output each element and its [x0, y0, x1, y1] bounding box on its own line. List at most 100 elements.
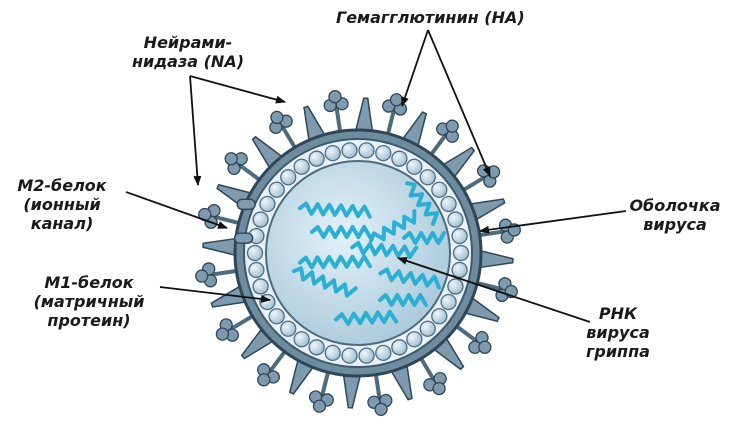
label-m1-protein: M1-белок (матричный протеин): [18, 273, 160, 330]
neuraminidase-head: [269, 110, 293, 135]
m1-matrix-bead: [431, 308, 448, 325]
label-rna-line3: гриппа: [586, 342, 650, 361]
viral-rna-segments: [291, 181, 446, 326]
neuraminidase-head: [468, 330, 492, 354]
m1-matrix-bead: [324, 145, 341, 162]
neuraminidase-head: [498, 218, 521, 244]
arrow-rna: [397, 257, 591, 323]
m1-matrix-bead: [259, 293, 276, 311]
m1-matrix-bead: [252, 278, 269, 295]
label-m2-line3: канал): [30, 214, 94, 233]
m1-matrix-bead: [406, 331, 423, 348]
m1-matrix-bead: [452, 244, 470, 262]
label-m2-line1: M2-белок: [17, 176, 107, 195]
m1-matrix-bead: [447, 211, 464, 228]
m1-matrix-bead: [293, 331, 310, 348]
rna-segment: [298, 201, 372, 219]
m1-matrix-bead: [440, 293, 457, 311]
neuraminidase-head: [382, 93, 408, 116]
m1-matrix-bead: [308, 339, 325, 356]
neuraminidase-head: [367, 393, 393, 416]
m2-channel: [233, 232, 254, 244]
arrow-ha-left: [401, 29, 429, 107]
label-hemagglutinin: Гемагглютинин (HA): [336, 8, 525, 27]
m1-matrix-bead: [358, 142, 375, 159]
rna-segment: [310, 225, 372, 239]
label-m1-line1: M1-белок: [44, 273, 134, 292]
rna-segment: [405, 181, 440, 226]
m1-matrix-bead: [447, 278, 464, 295]
label-m1-line2: (матричный: [33, 292, 145, 311]
m1-matrix-bead: [431, 181, 448, 198]
rna-segment: [350, 240, 419, 260]
m1-matrix-bead: [406, 158, 423, 175]
arrow-m2: [125, 191, 228, 229]
virus-core: [265, 160, 451, 346]
neuraminidase-head: [495, 277, 518, 303]
neuraminidase-head: [435, 119, 459, 143]
m1-matrix-bead: [341, 142, 358, 159]
m1-matrix-bead: [451, 227, 468, 245]
label-arrows: [125, 29, 627, 323]
arrow-ha-right: [427, 29, 491, 177]
label-envelope-line2: вируса: [643, 215, 707, 234]
m1-matrix-bead: [259, 195, 276, 213]
label-m1-line3: протеин): [47, 311, 131, 330]
arrow-na-lower: [189, 75, 202, 186]
m1-matrix-bead: [419, 320, 436, 337]
m1-matrix-bead: [341, 347, 358, 364]
m1-matrix-bead: [293, 158, 310, 175]
arrow-m1: [159, 286, 271, 303]
neuraminidase-head: [323, 90, 349, 113]
label-envelope-line1: Оболочка: [629, 196, 721, 215]
arrow-envelope: [479, 210, 627, 234]
m1-matrix-bead: [391, 339, 408, 356]
m1-matrix-bead: [324, 344, 341, 361]
label-m2-line2: (ионный: [23, 195, 101, 214]
m1-matrix-bead: [268, 308, 285, 325]
m1-matrix-bead: [419, 169, 436, 186]
rna-segment: [402, 231, 446, 245]
arrow-na-upper: [189, 75, 286, 104]
label-neuraminidase: Нейрами- нидаза (NA): [126, 33, 250, 71]
m1-matrix-bead: [252, 211, 269, 228]
m1-matrix-bead: [375, 145, 392, 162]
label-neuraminidase-line2: нидаза (NA): [131, 52, 245, 71]
rna-segment: [298, 254, 373, 270]
rna-segment: [378, 293, 428, 307]
m1-matrix-bead: [268, 181, 285, 198]
rna-segment: [369, 209, 417, 243]
label-rna-line1: РНК: [598, 304, 638, 323]
rna-segment: [334, 309, 399, 326]
neuraminidase-head: [476, 164, 501, 188]
neuraminidase-head: [423, 371, 447, 396]
rna-segment: [378, 267, 441, 290]
m1-matrix-bead: [248, 261, 265, 279]
m1-matrix-bead: [358, 347, 375, 364]
m1-matrix-bead: [451, 261, 468, 279]
m1-matrix-bead: [308, 150, 325, 167]
label-neuraminidase-line1: Нейрами-: [143, 33, 233, 52]
label-m2-protein: M2-белок (ионный канал): [6, 176, 118, 233]
label-envelope: Оболочка вируса: [622, 196, 728, 234]
neuraminidase-head: [224, 152, 248, 176]
neuraminidase-head: [308, 390, 334, 413]
label-rna-line2: вируса: [586, 323, 650, 342]
m1-matrix-bead: [246, 244, 264, 262]
neuraminidase-head: [215, 318, 240, 342]
m1-matrix-bead: [280, 320, 297, 337]
rna-segment: [291, 266, 358, 298]
m2-channel: [236, 198, 256, 210]
label-rna: РНК вируса гриппа: [576, 304, 660, 361]
m1-matrix-bead: [440, 195, 457, 213]
neuraminidase-head: [195, 262, 218, 288]
m1-matrix-bead: [280, 169, 297, 186]
m2-ion-channels: [233, 198, 256, 244]
m1-matrix-bead: [391, 150, 408, 167]
neuraminidase-head: [198, 203, 221, 229]
m1-matrix-bead: [375, 344, 392, 361]
neuraminidase-head: [257, 363, 281, 387]
label-hemagglutinin-text: Гемагглютинин (HA): [336, 8, 525, 27]
